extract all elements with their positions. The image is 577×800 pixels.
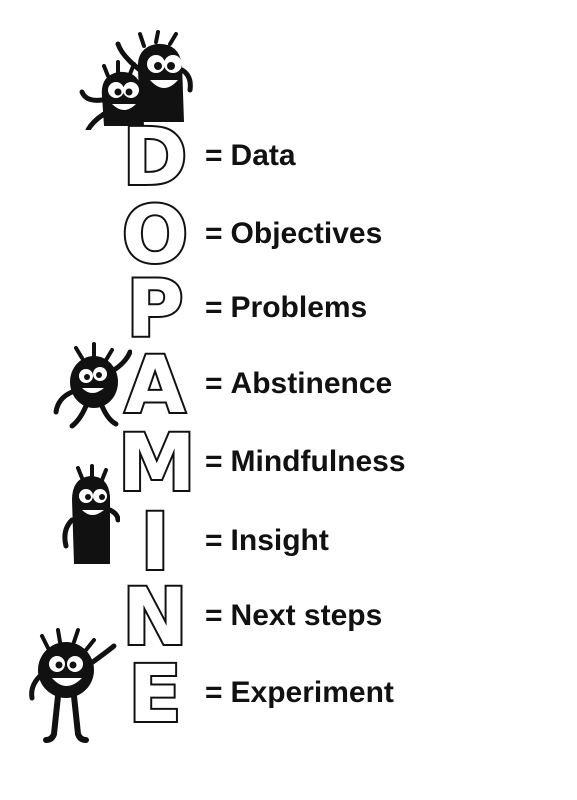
- acronym-letter: I: [138, 498, 171, 588]
- equals-sign: =: [205, 367, 223, 400]
- acronym-letter: N: [120, 573, 189, 663]
- acronym-definition: =Next steps: [205, 596, 382, 636]
- acronym-definition: =Abstinence: [205, 364, 392, 404]
- acronym-row-i: I =Insight: [0, 498, 577, 588]
- equals-sign: =: [205, 217, 223, 250]
- acronym-definition: =Mindfulness: [205, 442, 406, 482]
- acronym-word: Next steps: [230, 599, 383, 632]
- acronym-word: Mindfulness: [230, 445, 406, 478]
- acronym-word: Problems: [230, 291, 368, 324]
- acronym-word: Objectives: [230, 217, 383, 250]
- acronym-row-o: O =Objectives: [0, 191, 577, 281]
- acronym-definition: =Experiment: [205, 673, 394, 713]
- monster-standing-icon: [29, 628, 117, 743]
- equals-sign: =: [205, 599, 223, 632]
- acronym-letter: E: [126, 650, 183, 740]
- acronym-word: Insight: [230, 524, 329, 557]
- equals-sign: =: [205, 291, 223, 324]
- equals-sign: =: [205, 524, 223, 557]
- acronym-word: Experiment: [230, 676, 394, 709]
- equals-sign: =: [205, 139, 223, 172]
- equals-sign: =: [205, 676, 223, 709]
- acronym-letter: D: [121, 113, 190, 203]
- acronym-row-m: M =Mindfulness: [0, 419, 577, 509]
- acronym-definition: =Problems: [205, 288, 367, 328]
- monster-peeking-icon: [62, 464, 120, 564]
- acronym-letter: O: [120, 191, 190, 281]
- monster-climbing-icon: [53, 342, 132, 429]
- acronym-letter: M: [116, 419, 198, 509]
- acronym-definition: =Objectives: [205, 214, 382, 254]
- acronym-row-n: N =Next steps: [0, 573, 577, 663]
- monster-pair-icon: [79, 30, 193, 130]
- acronym-row-d: D =Data: [0, 113, 577, 203]
- acronym-letter: P: [124, 265, 185, 355]
- acronym-row-e: E =Experiment: [0, 650, 577, 740]
- acronym-definition: =Data: [205, 136, 296, 176]
- acronym-word: Abstinence: [230, 367, 393, 400]
- acronym-definition: =Insight: [205, 521, 329, 561]
- acronym-letter: A: [123, 341, 187, 431]
- acronym-word: Data: [230, 139, 296, 172]
- equals-sign: =: [205, 445, 223, 478]
- acronym-row-a: A =Abstinence: [0, 341, 577, 431]
- acronym-row-p: P =Problems: [0, 265, 577, 355]
